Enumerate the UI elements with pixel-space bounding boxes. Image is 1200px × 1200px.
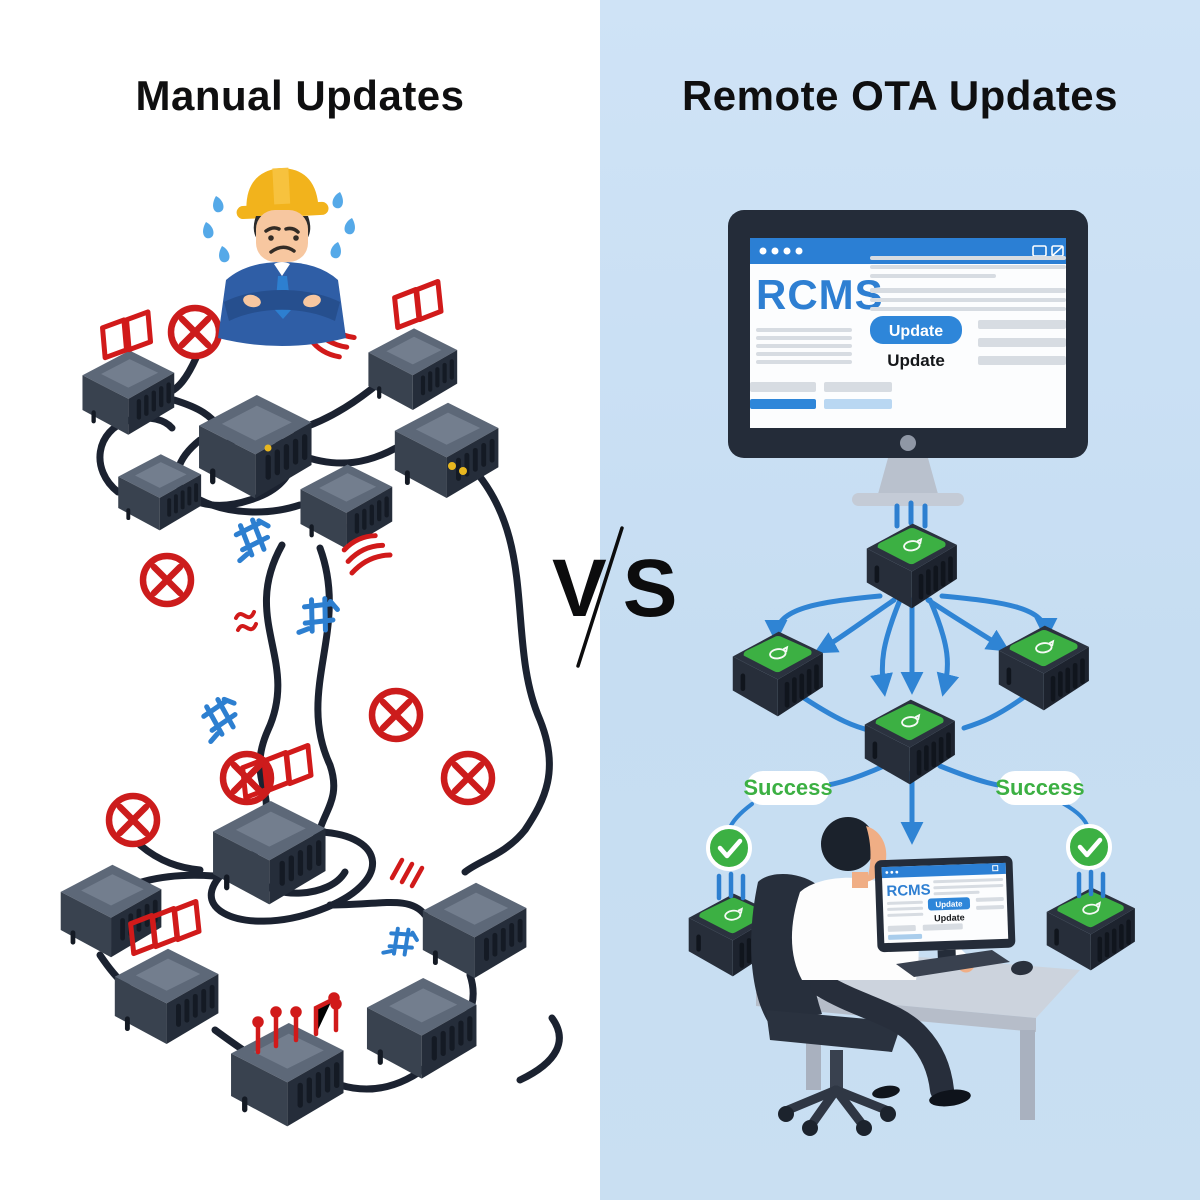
success-label: Success bbox=[743, 775, 832, 800]
update-caption: Update bbox=[887, 351, 945, 370]
monitor-camera-dot bbox=[900, 435, 916, 451]
left-panel-title: Manual Updates bbox=[135, 72, 465, 119]
legacy-device-cluster bbox=[61, 328, 527, 1126]
success-badge-right: Success bbox=[995, 771, 1085, 805]
ota-device bbox=[1047, 888, 1135, 971]
red-scribble-icon bbox=[234, 610, 258, 632]
rcms-monitor: RCMS bbox=[728, 210, 1088, 506]
success-badge-left: Success bbox=[743, 771, 833, 805]
manual-updates-art bbox=[0, 167, 563, 1200]
signal-ticks-icon bbox=[389, 857, 425, 889]
check-circle-left bbox=[706, 825, 752, 871]
success-label: Success bbox=[995, 775, 1084, 800]
mouse[interactable] bbox=[1010, 960, 1034, 977]
vs-label: VS bbox=[552, 543, 694, 634]
ota-device bbox=[999, 626, 1089, 711]
ota-link-dashes bbox=[716, 869, 1106, 901]
failed-signal-icons bbox=[234, 316, 425, 1055]
rcms-logo-small: RCMS bbox=[886, 881, 931, 900]
text-skeleton bbox=[750, 256, 1066, 392]
update-button-label: Update bbox=[889, 323, 943, 340]
broken-pins-icon bbox=[252, 992, 342, 1055]
face bbox=[256, 210, 308, 262]
right-panel-title: Remote OTA Updates bbox=[681, 72, 1119, 119]
monitor-base bbox=[852, 493, 964, 506]
keyboard[interactable] bbox=[896, 950, 1010, 977]
update-button[interactable]: Update bbox=[870, 316, 962, 344]
titlebar-dots-icon bbox=[759, 247, 803, 255]
check-icon bbox=[717, 838, 743, 859]
ota-device bbox=[865, 700, 955, 785]
rcms-logo: RCMS bbox=[756, 271, 884, 318]
manual-updates-panel: Manual Updates bbox=[0, 72, 563, 1200]
check-circle-right bbox=[1066, 824, 1112, 870]
update-button-small-label: Update bbox=[935, 899, 963, 909]
monitor-stand bbox=[878, 458, 938, 494]
check-icon bbox=[1077, 837, 1103, 858]
sweat-drops-icon bbox=[203, 192, 355, 263]
head bbox=[821, 817, 875, 871]
frustrated-engineer bbox=[203, 167, 355, 346]
ota-link-dashes bbox=[894, 500, 928, 529]
operator-screen: RCMS Update Update bbox=[874, 855, 1016, 970]
update-button-small[interactable]: Update bbox=[927, 897, 971, 911]
update-caption-small: Update bbox=[934, 912, 965, 923]
